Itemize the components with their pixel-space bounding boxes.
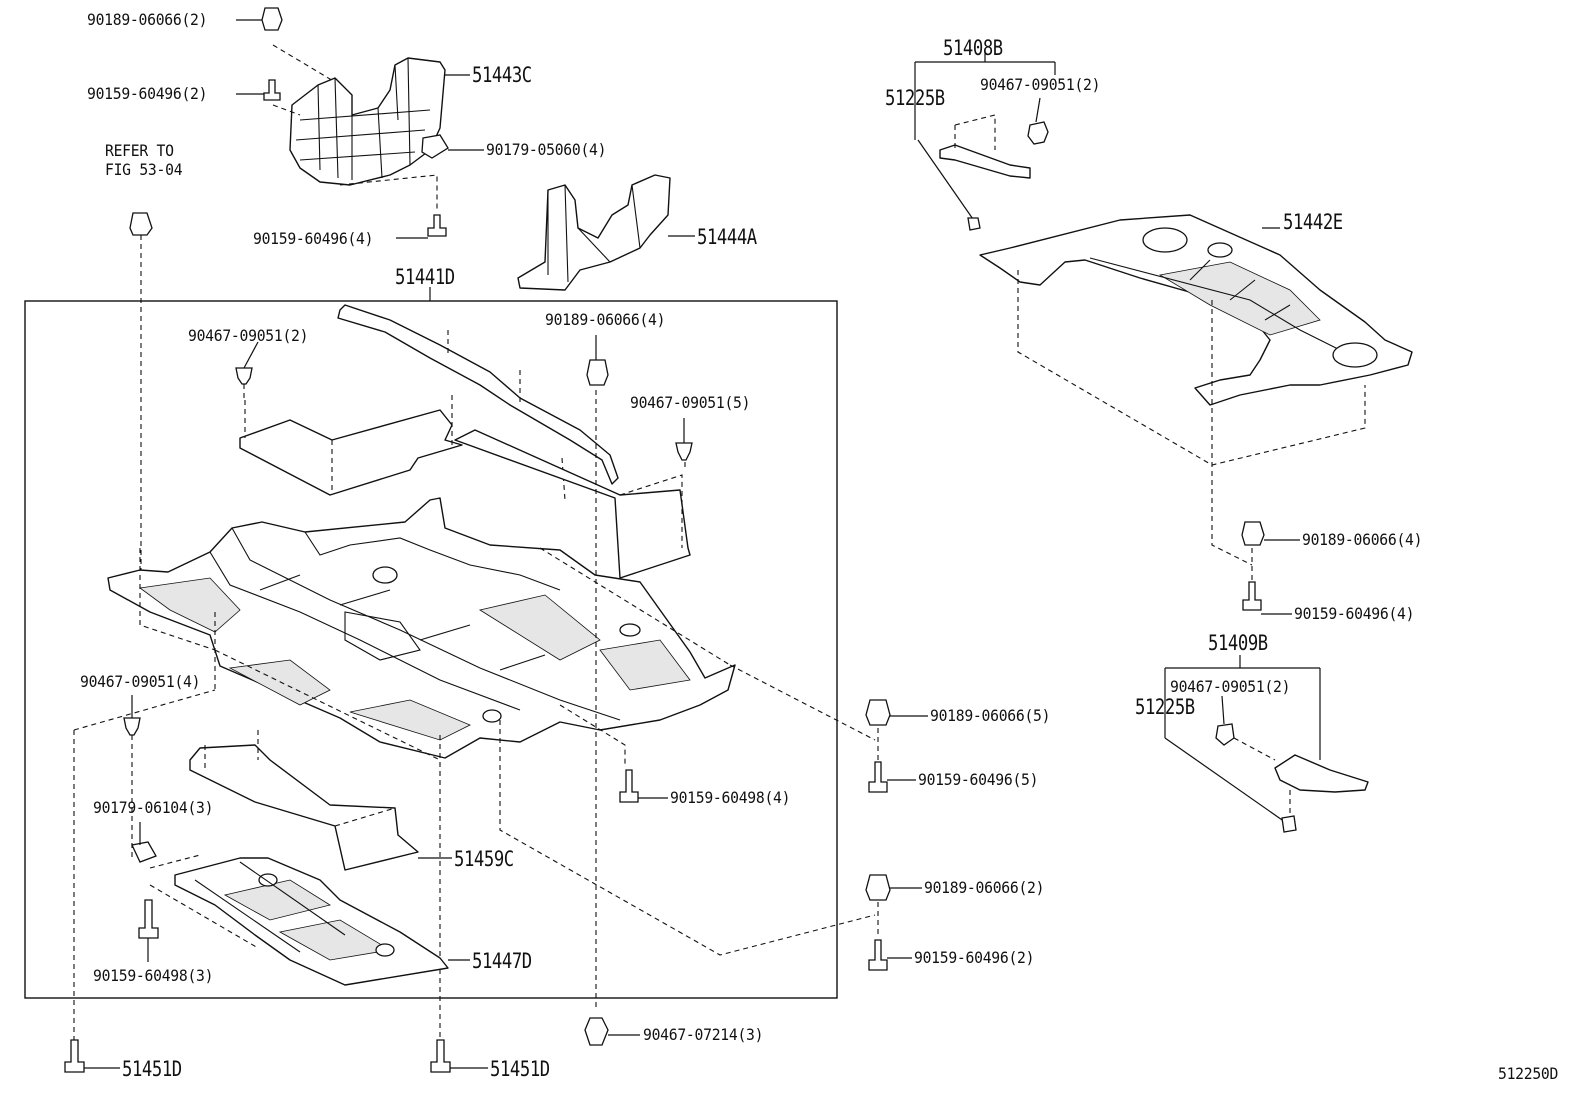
- label-51451D-right: 51451D: [490, 1057, 550, 1081]
- refer-clip-drawing: [129, 212, 153, 580]
- label-51442E: 51442E: [1283, 210, 1343, 234]
- label-90159-60498-3: 90159-60498(3): [93, 966, 214, 985]
- right-panel-drawing: [454, 429, 691, 579]
- part-51443C-drawing: [272, 44, 470, 210]
- fasteners-bottom: [64, 730, 640, 1073]
- part-51459C-drawing: [189, 730, 452, 871]
- label-90467-09051-2-51408B: 90467-09051(2): [980, 75, 1101, 94]
- label-90189-06066-2-bottom: 90189-06066(2): [924, 878, 1045, 897]
- label-90467-07214-3: 90467-07214(3): [643, 1025, 764, 1044]
- label-51225B-top: 51225B: [885, 86, 945, 110]
- main-undercover-drawing: [107, 497, 876, 1040]
- part-51442E-drawing: [979, 214, 1413, 566]
- label-90179-05060-4: 90179-05060(4): [486, 140, 607, 159]
- label-90159-60498-4: 90159-60498(4): [670, 788, 791, 807]
- label-90159-60496-2-top: 90159-60496(2): [87, 84, 208, 103]
- fastener-stack-top-left: [236, 7, 447, 239]
- refer-note-line2: FIG 53-04: [105, 160, 183, 179]
- part-51444A-drawing: [517, 174, 695, 291]
- fasteners-51442E: [1241, 521, 1300, 615]
- label-90189-06066-2-top: 90189-06066(2): [87, 10, 208, 29]
- label-51443C: 51443C: [472, 63, 532, 87]
- label-51451D-left: 51451D: [122, 1057, 182, 1081]
- label-90159-60496-5: 90159-60496(5): [918, 770, 1039, 789]
- group-frame-51441D: [24, 300, 838, 999]
- label-51441D: 51441D: [395, 265, 455, 289]
- clip-90179-05060-drawing: [421, 134, 484, 159]
- label-90189-06066-4-inner: 90189-06066(4): [545, 310, 666, 329]
- part-51447D-drawing: [149, 854, 470, 986]
- label-51409B: 51409B: [1208, 631, 1268, 655]
- label-90467-09051-5: 90467-09051(5): [630, 393, 751, 412]
- label-90159-60496-4-right: 90159-60496(4): [1294, 604, 1415, 623]
- label-51459C: 51459C: [454, 847, 514, 871]
- group-51409B-drawing: [1164, 655, 1369, 833]
- label-90467-09051-2-51409B: 90467-09051(2): [1170, 677, 1291, 696]
- heat-panel-drawing: [239, 395, 463, 496]
- label-51408B: 51408B: [943, 36, 1003, 60]
- label-90189-06066-5: 90189-06066(5): [930, 706, 1051, 725]
- label-51444A: 51444A: [697, 225, 757, 249]
- label-51225B-bottom: 51225B: [1135, 695, 1195, 719]
- label-51447D: 51447D: [472, 949, 532, 973]
- label-90179-06104-3: 90179-06104(3): [93, 798, 214, 817]
- label-90159-60496-4-top: 90159-60496(4): [253, 229, 374, 248]
- fasteners-inside-frame: [73, 335, 693, 962]
- diagram-id: 512250D: [1498, 1064, 1559, 1083]
- label-90189-06066-4-right: 90189-06066(4): [1302, 530, 1423, 549]
- refer-note-line1: REFER TO: [105, 141, 174, 160]
- fasteners-right-of-frame: [865, 699, 928, 971]
- label-90159-60496-2-bottom: 90159-60496(2): [914, 948, 1035, 967]
- label-90467-09051-4: 90467-09051(4): [80, 672, 201, 691]
- label-90467-09051-2-inner: 90467-09051(2): [188, 326, 309, 345]
- group-51408B-drawing: [914, 52, 1056, 231]
